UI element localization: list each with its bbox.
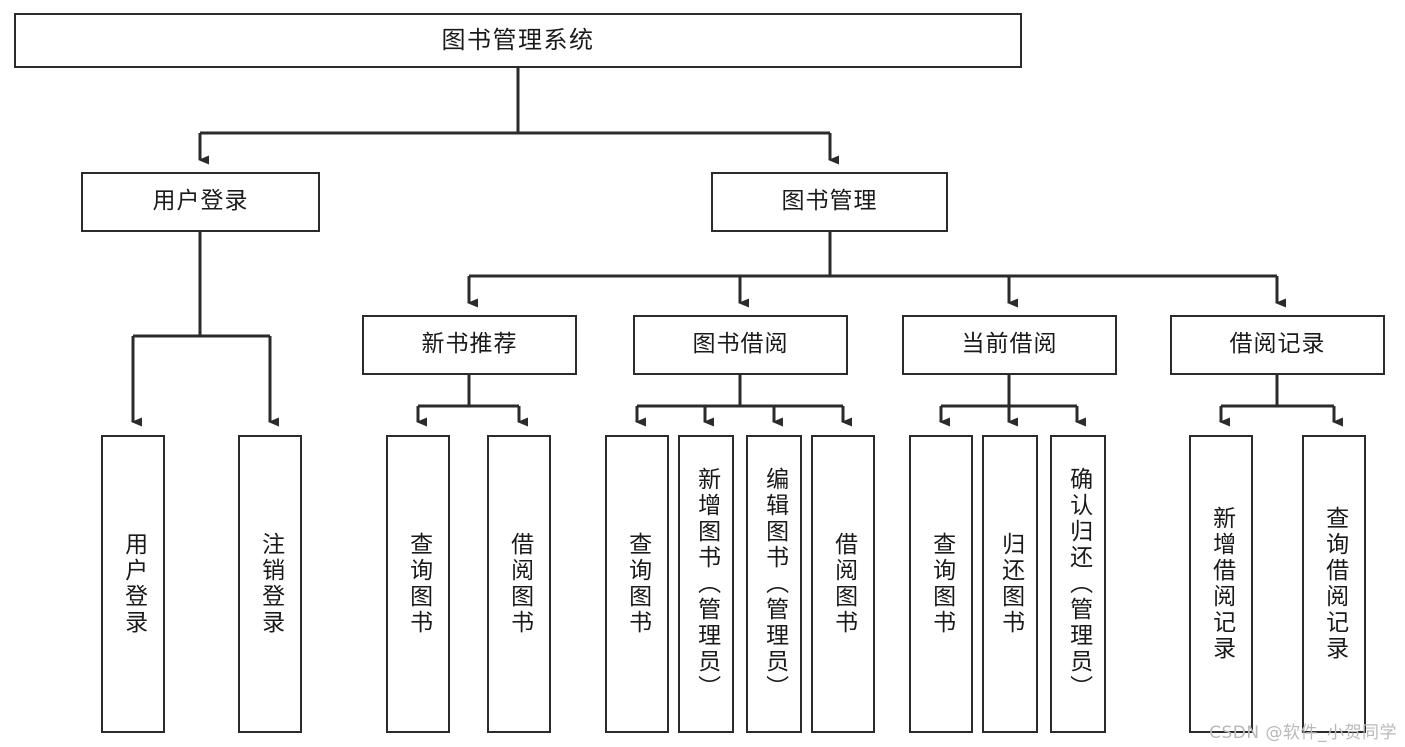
node-leaf-user-login[interactable]: 用户登录 xyxy=(101,435,165,733)
node-current-borrow[interactable]: 当前借阅 xyxy=(902,315,1117,375)
node-leaf-borrow-book-1[interactable]: 借阅图书 xyxy=(487,435,551,733)
node-book-borrow-label: 图书借阅 xyxy=(692,331,789,358)
node-new-book-rec[interactable]: 新书推荐 xyxy=(362,315,577,375)
node-book-manage-label: 图书管理 xyxy=(781,188,878,215)
node-new-book-rec-label: 新书推荐 xyxy=(421,331,518,358)
node-leaf-query-book-1[interactable]: 查询图书 xyxy=(386,435,450,733)
node-user-login[interactable]: 用户登录 xyxy=(81,172,320,232)
csdn-watermark: CSDN @软件_小贺同学 xyxy=(1209,723,1397,743)
node-leaf-user-logout-label: 注销登录 xyxy=(257,532,284,636)
node-book-manage[interactable]: 图书管理 xyxy=(711,172,948,232)
node-leaf-edit-book-label: 编辑图书（管理员） xyxy=(761,467,788,701)
node-leaf-add-book-label: 新增图书（管理员） xyxy=(693,467,720,701)
node-leaf-user-login-label: 用户登录 xyxy=(120,532,147,636)
node-current-borrow-label: 当前借阅 xyxy=(961,331,1058,358)
node-leaf-query-book-2-label: 查询图书 xyxy=(624,532,651,636)
node-leaf-borrow-book-2[interactable]: 借阅图书 xyxy=(811,435,875,733)
node-root-label: 图书管理系统 xyxy=(441,26,595,55)
node-leaf-confirm-return[interactable]: 确认归还（管理员） xyxy=(1050,435,1106,733)
node-leaf-add-record-label: 新增借阅记录 xyxy=(1208,506,1235,662)
node-leaf-confirm-return-label: 确认归还（管理员） xyxy=(1065,467,1092,701)
node-leaf-user-logout[interactable]: 注销登录 xyxy=(238,435,302,733)
node-leaf-return-book-label: 归还图书 xyxy=(997,532,1024,636)
node-leaf-query-record[interactable]: 查询借阅记录 xyxy=(1302,435,1366,733)
node-leaf-query-book-1-label: 查询图书 xyxy=(405,532,432,636)
node-borrow-record[interactable]: 借阅记录 xyxy=(1170,315,1385,375)
node-leaf-add-book[interactable]: 新增图书（管理员） xyxy=(678,435,734,733)
node-borrow-record-label: 借阅记录 xyxy=(1229,331,1326,358)
node-leaf-borrow-book-1-label: 借阅图书 xyxy=(506,532,533,636)
node-leaf-query-book-3-label: 查询图书 xyxy=(928,532,955,636)
node-user-login-label: 用户登录 xyxy=(152,188,249,215)
node-book-borrow[interactable]: 图书借阅 xyxy=(633,315,848,375)
node-root[interactable]: 图书管理系统 xyxy=(14,13,1022,68)
node-leaf-query-book-2[interactable]: 查询图书 xyxy=(605,435,669,733)
node-leaf-query-record-label: 查询借阅记录 xyxy=(1321,506,1348,662)
node-leaf-borrow-book-2-label: 借阅图书 xyxy=(830,532,857,636)
node-leaf-edit-book[interactable]: 编辑图书（管理员） xyxy=(746,435,802,733)
node-leaf-add-record[interactable]: 新增借阅记录 xyxy=(1189,435,1253,733)
node-leaf-query-book-3[interactable]: 查询图书 xyxy=(909,435,973,733)
node-leaf-return-book[interactable]: 归还图书 xyxy=(982,435,1038,733)
